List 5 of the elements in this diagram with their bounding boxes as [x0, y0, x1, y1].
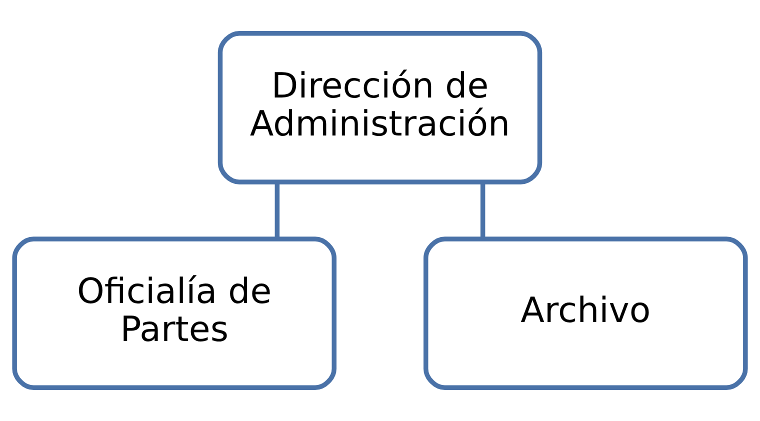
connector: [274, 182, 280, 239]
connector: [480, 182, 486, 239]
node-box: Archivo: [424, 236, 748, 390]
node-box: Dirección de Administración: [218, 30, 542, 184]
node-box: Oficialía de Partes: [12, 236, 336, 390]
